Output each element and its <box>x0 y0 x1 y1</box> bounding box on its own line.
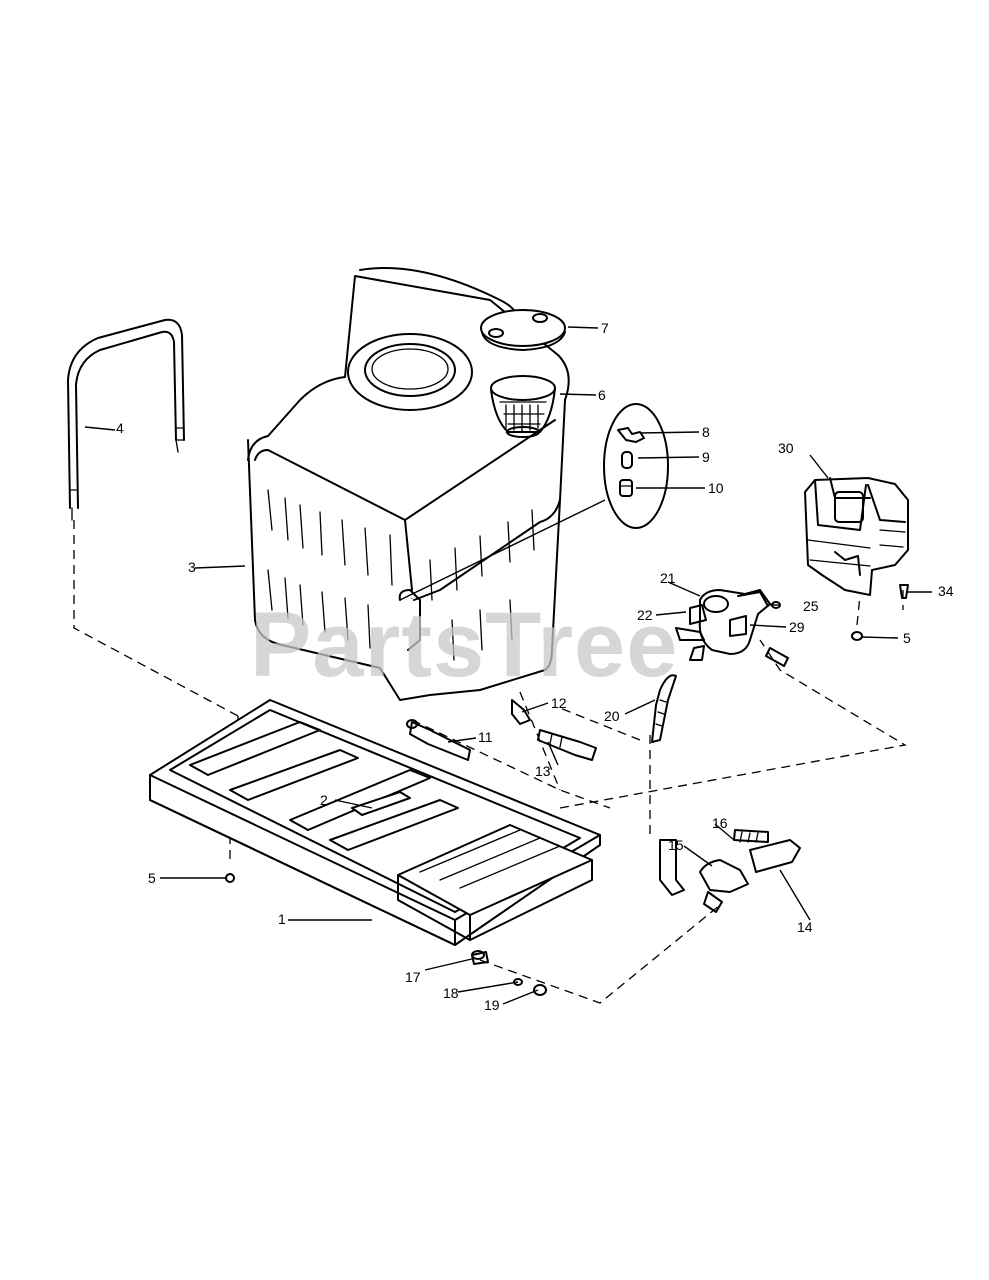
part-valve-assembly <box>659 829 801 913</box>
callout-11: 11 <box>478 729 493 745</box>
part-handle <box>67 318 185 521</box>
callout-22: 22 <box>637 607 653 623</box>
callout-5-frame: 5 <box>148 870 156 886</box>
part-fittings-tank <box>406 699 597 761</box>
callout-5-engine: 5 <box>903 630 911 646</box>
callout-21: 21 <box>660 570 676 586</box>
callout-19: 19 <box>484 997 500 1013</box>
part-strainer <box>490 375 556 438</box>
part-hose <box>651 674 677 743</box>
callout-4: 4 <box>116 420 124 436</box>
callout-6: 6 <box>598 387 606 403</box>
part-pump <box>675 589 789 667</box>
part-hardware <box>225 584 909 883</box>
callout-leaders <box>84 326 932 1005</box>
part-detail-inset <box>399 403 669 601</box>
part-base-frame <box>149 699 601 996</box>
part-lid <box>480 309 566 351</box>
callout-30: 30 <box>778 440 794 456</box>
callout-13: 13 <box>535 763 551 779</box>
callout-20: 20 <box>604 708 620 724</box>
callout-29: 29 <box>789 619 805 635</box>
callout-17: 17 <box>405 969 421 985</box>
callout-9: 9 <box>702 449 710 465</box>
callout-2: 2 <box>320 792 328 808</box>
callout-1: 1 <box>278 911 286 927</box>
callout-10: 10 <box>708 480 724 496</box>
callout-34: 34 <box>938 583 954 599</box>
callout-12: 12 <box>551 695 567 711</box>
callout-7: 7 <box>601 320 609 336</box>
callout-25: 25 <box>803 598 819 614</box>
callout-14: 14 <box>797 919 813 935</box>
watermark: PartsTree <box>250 594 678 696</box>
part-engine <box>804 477 909 596</box>
callout-18: 18 <box>443 985 459 1001</box>
callout-labels: 1 2 3 4 5 5 6 7 8 9 10 11 12 13 14 15 16… <box>116 320 954 1013</box>
callout-8: 8 <box>702 424 710 440</box>
callout-3: 3 <box>188 559 196 575</box>
callout-16: 16 <box>712 815 728 831</box>
callout-15: 15 <box>668 837 684 853</box>
